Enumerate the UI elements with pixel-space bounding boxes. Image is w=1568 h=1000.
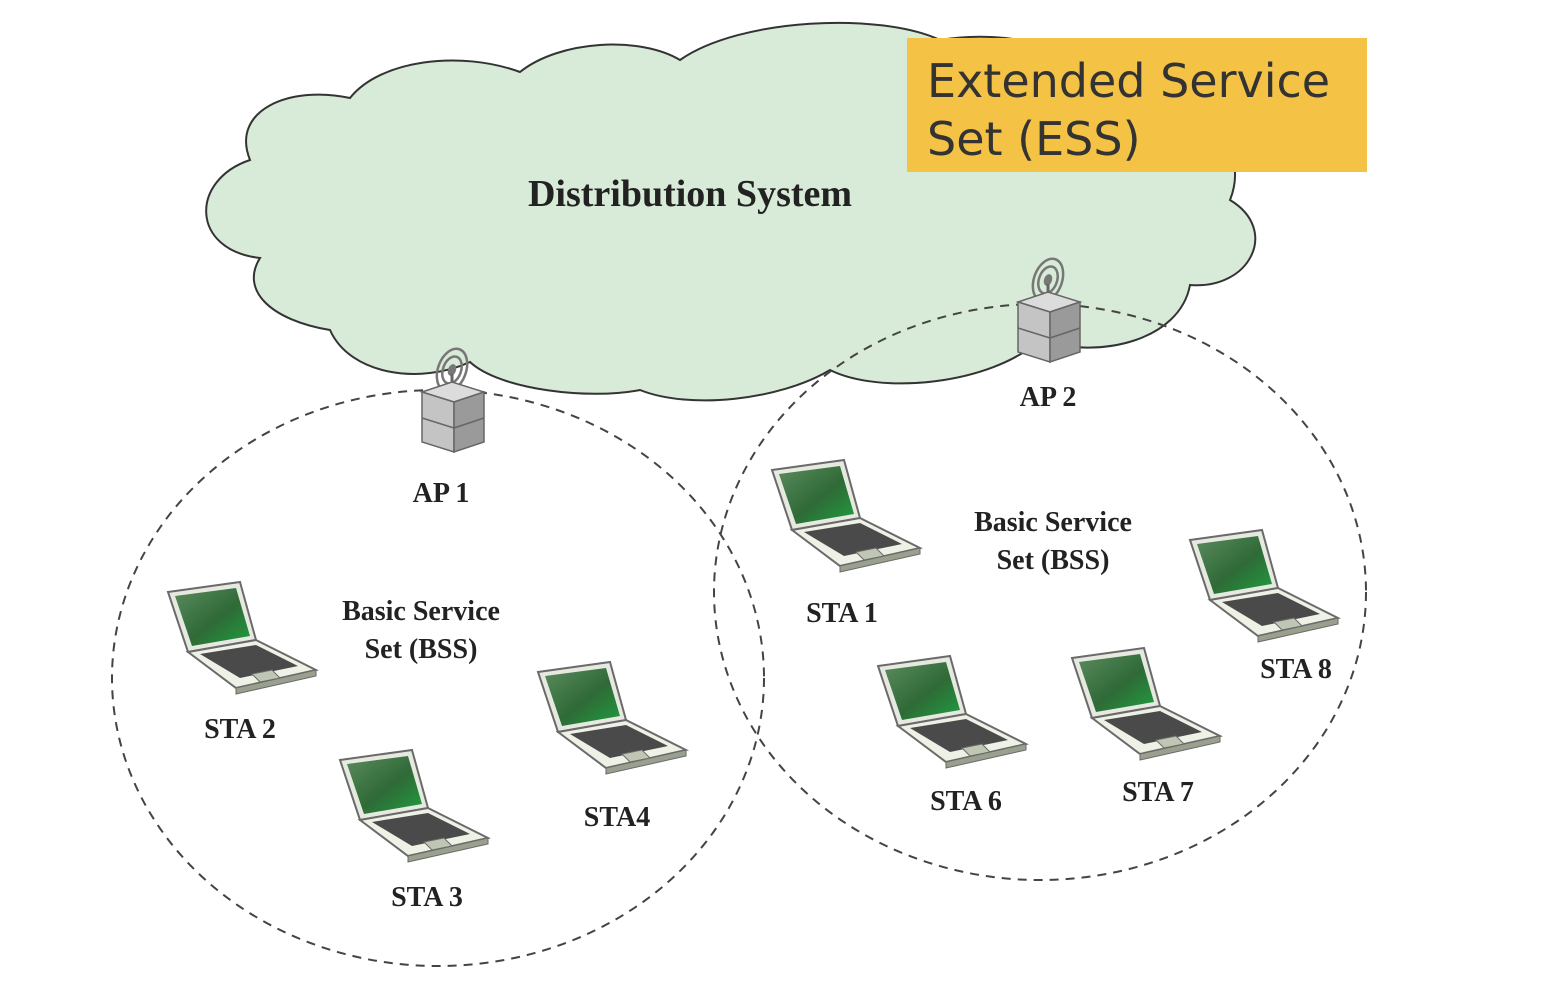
sta1-label: STA 1 xyxy=(806,598,878,629)
laptop-icon-sta7 xyxy=(1071,647,1221,761)
bss-left-label-line1: Basic Service xyxy=(342,596,500,627)
laptop-icon-sta8 xyxy=(1189,529,1339,643)
ess-title-box: Extended Service Set (ESS) xyxy=(907,38,1367,172)
sta2-label: STA 2 xyxy=(204,714,276,745)
laptop-icon-sta1 xyxy=(771,459,921,573)
laptop-icon-sta3 xyxy=(339,749,489,863)
bss-left-label-line2: Set (BSS) xyxy=(365,634,478,665)
ess-title-line2: Set (ESS) xyxy=(927,112,1141,166)
laptop-icon-sta2 xyxy=(167,581,317,695)
laptop-icon-sta4 xyxy=(537,661,687,775)
bss-right-label-line1: Basic Service xyxy=(974,507,1132,538)
sta4-label: STA4 xyxy=(584,802,650,833)
sta7-label: STA 7 xyxy=(1122,777,1194,808)
bss-boundary-left xyxy=(111,389,765,967)
sta3-label: STA 3 xyxy=(391,882,463,913)
ess-title-line1: Extended Service xyxy=(927,54,1331,108)
ap1-label: AP 1 xyxy=(413,478,470,509)
sta8-label: STA 8 xyxy=(1260,654,1332,685)
ap2-label: AP 2 xyxy=(1020,382,1077,413)
distribution-system-label: Distribution System xyxy=(528,173,852,215)
sta6-label: STA 6 xyxy=(930,786,1002,817)
laptop-icon-sta6 xyxy=(877,655,1027,769)
bss-right-label-line2: Set (BSS) xyxy=(997,545,1110,576)
